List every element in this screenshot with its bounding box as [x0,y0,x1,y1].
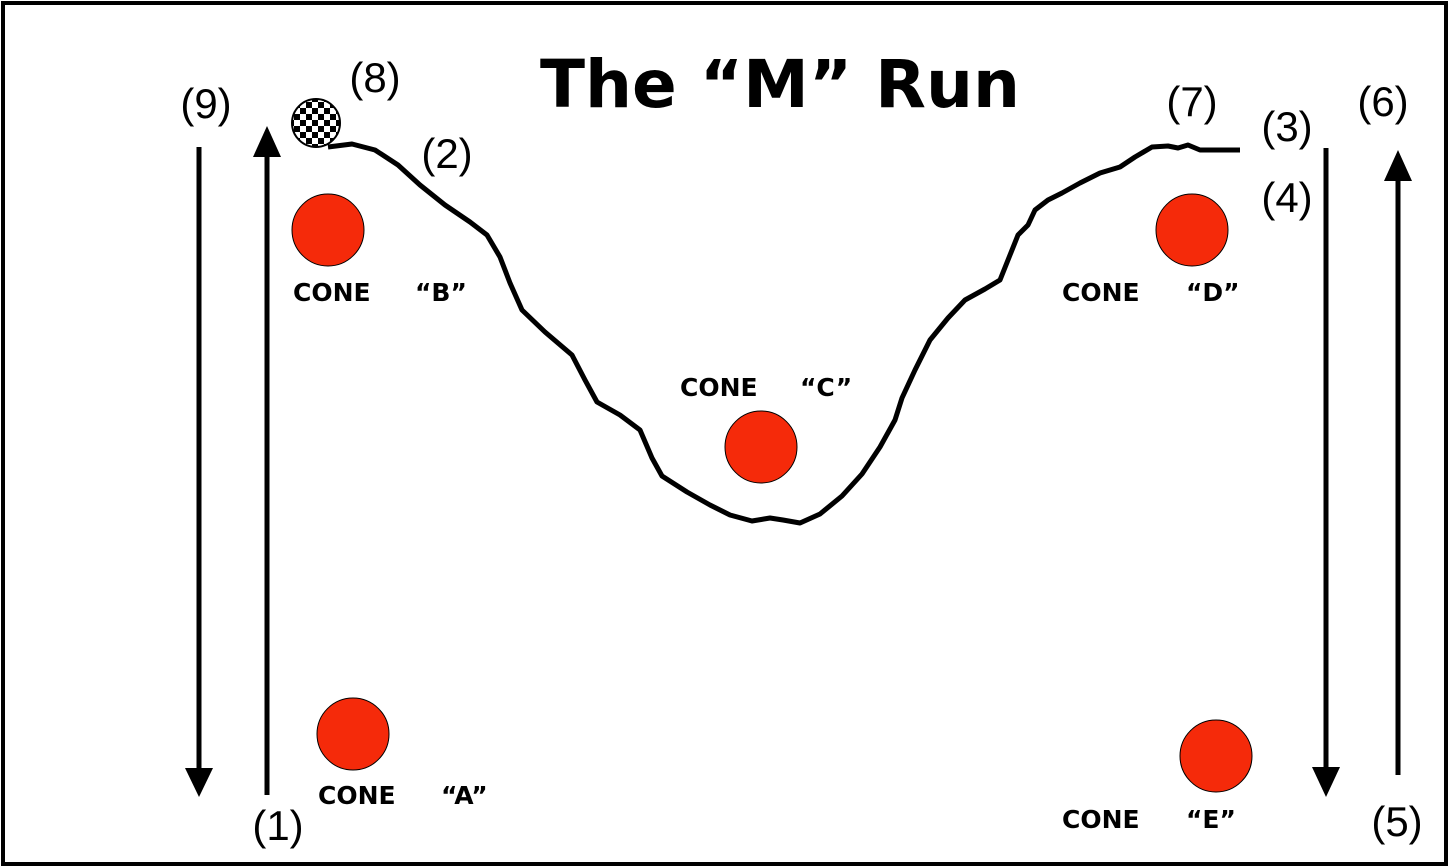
step-label-6: (6) [1357,78,1408,125]
step-label-5: (5) [1371,798,1422,845]
cone-b: CONE “B” [291,193,467,307]
cone-c: CONE “C” [680,373,852,484]
diagram-title: The “M” Run [540,46,1020,123]
cone-icon [1179,719,1253,793]
arrow-step-4 [1312,148,1340,797]
step-label-3: (3) [1261,103,1312,150]
arrow-step-6 [1384,150,1412,775]
arrowhead-up-icon [253,126,281,157]
arrowhead-down-icon [1312,767,1340,797]
cone-a-letter: “A” [441,781,488,810]
cone-e-word: CONE [1062,805,1140,834]
cone-b-word: CONE [293,278,371,307]
cone-d: CONE “D” [1062,193,1240,307]
cone-e: CONE “E” [1062,719,1253,834]
checkered-flag-icon [291,98,341,148]
cone-icon [724,410,798,484]
step-label-2: (2) [421,130,472,177]
cone-icon [1155,193,1229,267]
cone-b-letter: “B” [415,278,467,307]
cone-d-word: CONE [1062,278,1140,307]
cone-icon [291,193,365,267]
arrowhead-down-icon [185,768,213,797]
step-label-4: (4) [1261,174,1312,221]
arrow-step-1 [253,126,281,795]
step-label-8: (8) [349,54,400,101]
step-label-9: (9) [180,80,231,127]
cone-d-letter: “D” [1186,278,1240,307]
cone-e-letter: “E” [1186,805,1236,834]
m-run-path [327,141,1240,526]
arrow-step-9 [185,147,213,797]
cone-a-word: CONE [318,781,396,810]
step-label-1: (1) [252,802,303,849]
cone-c-letter: “C” [800,373,852,402]
cone-icon [316,697,390,771]
cone-a: CONE “A” [316,697,488,810]
cone-c-word: CONE [680,373,758,402]
step-label-7: (7) [1166,78,1217,125]
arrowhead-up-icon [1384,150,1412,181]
